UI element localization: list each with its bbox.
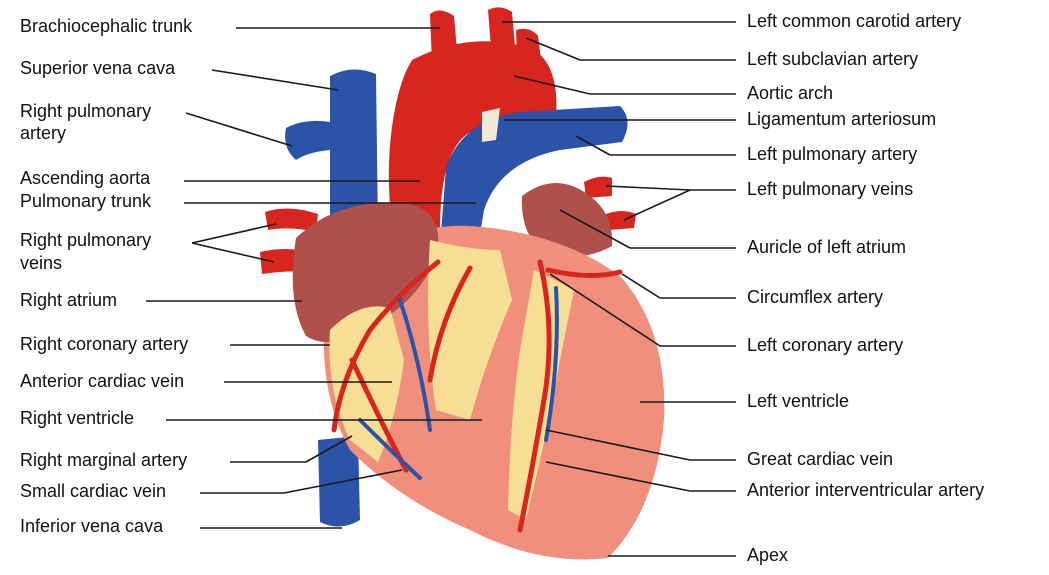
label-right-pulmonary-veins-line1: Right pulmonary — [20, 230, 151, 251]
label-left-pulmonary-veins: Left pulmonary veins — [747, 179, 913, 200]
label-circumflex-artery: Circumflex artery — [747, 287, 883, 308]
right-pulmonary-artery-shape — [285, 121, 330, 160]
label-right-ventricle: Right ventricle — [20, 408, 134, 429]
label-superior-vena-cava: Superior vena cava — [20, 58, 175, 79]
label-left-subclavian-artery: Left subclavian artery — [747, 49, 918, 70]
label-anterior-interventricular-artery: Anterior interventricular artery — [747, 480, 984, 501]
label-auricle-of-left-atrium: Auricle of left atrium — [747, 237, 906, 258]
label-right-pulmonary-artery-line1: Right pulmonary — [20, 101, 151, 122]
label-aortic-arch: Aortic arch — [747, 83, 833, 104]
label-pulmonary-trunk: Pulmonary trunk — [20, 191, 151, 212]
label-ascending-aorta: Ascending aorta — [20, 168, 150, 189]
label-ligamentum-arteriosum: Ligamentum arteriosum — [747, 109, 936, 130]
label-right-pulmonary-veins-line2: veins — [20, 253, 62, 274]
label-right-atrium: Right atrium — [20, 290, 117, 311]
label-brachiocephalic-trunk: Brachiocephalic trunk — [20, 16, 192, 37]
label-anterior-cardiac-vein: Anterior cardiac vein — [20, 371, 184, 392]
label-apex: Apex — [747, 545, 788, 566]
label-right-pulmonary-artery-line2: artery — [20, 123, 66, 144]
label-left-ventricle: Left ventricle — [747, 391, 849, 412]
label-right-coronary-artery: Right coronary artery — [20, 334, 188, 355]
label-great-cardiac-vein: Great cardiac vein — [747, 449, 893, 470]
label-small-cardiac-vein: Small cardiac vein — [20, 481, 166, 502]
label-left-coronary-artery: Left coronary artery — [747, 335, 903, 356]
label-left-common-carotid-artery: Left common carotid artery — [747, 11, 961, 32]
label-left-pulmonary-artery: Left pulmonary artery — [747, 144, 917, 165]
label-right-marginal-artery: Right marginal artery — [20, 450, 187, 471]
label-inferior-vena-cava: Inferior vena cava — [20, 516, 163, 537]
